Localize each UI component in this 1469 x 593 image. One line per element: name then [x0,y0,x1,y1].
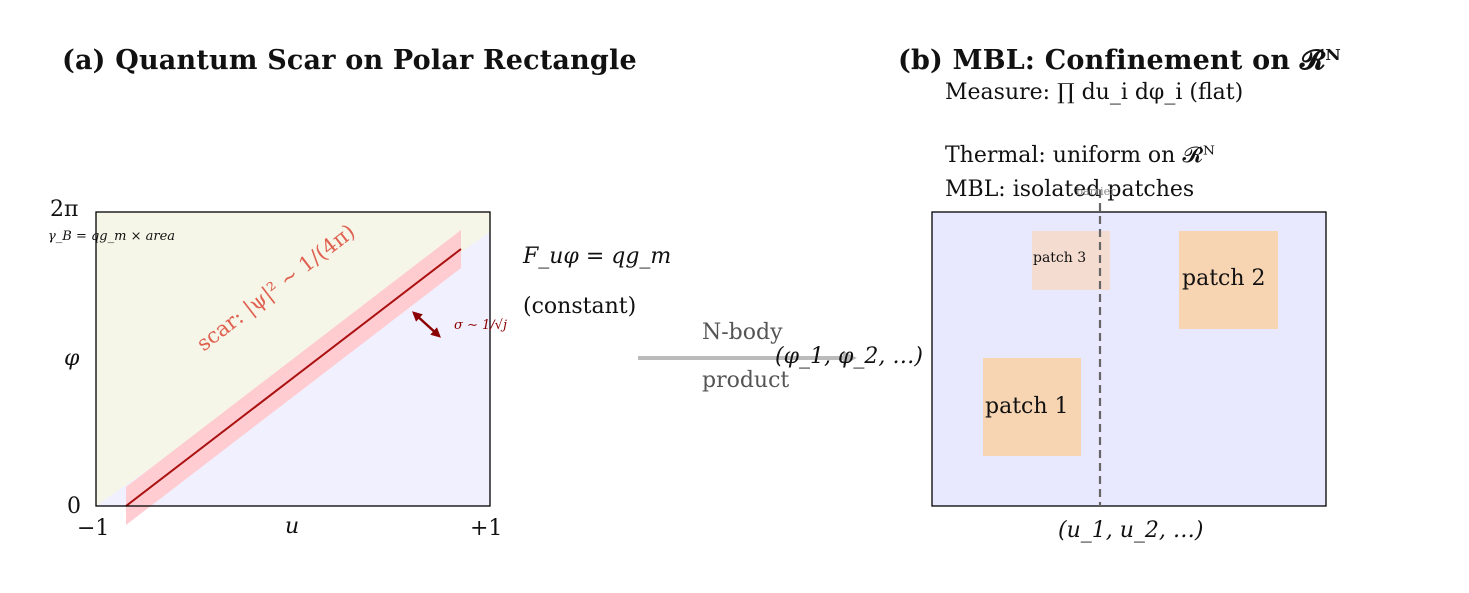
measure-text: Measure: ∏ du_i dφ_i (flat) [945,80,1244,105]
arrow-label-line1: N-body [702,320,783,345]
field-label: F_uφ = qg_m [523,244,672,269]
y-top-label: 2π [50,197,79,222]
patch-2-label: patch 2 [1182,266,1266,291]
panel-b-x-axis: (u_1, u_2, …) [1058,518,1204,543]
patch-1-label: patch 1 [985,394,1069,419]
y-bottom-label: 0 [67,494,81,519]
x-right-label: +1 [470,516,503,541]
scar-line [125,248,462,507]
patch-1-box [983,358,1081,456]
x-left-label: −1 [77,516,110,541]
x-axis-label: u [285,514,300,539]
patch-3-box [1032,231,1110,290]
barrier-label: barrier [1076,185,1116,198]
panel-a-frame [95,211,491,507]
patch-2-box [1179,231,1278,329]
mbl-text: MBL: isolated patches [945,177,1195,202]
panel-a-title: (a) Quantum Scar on Polar Rectangle [62,45,637,76]
field-note: (constant) [523,294,637,319]
thermal-text: Thermal: uniform on 𝓡ᴺ [945,143,1216,168]
sigma-arrow [412,311,441,338]
patch-3-label: patch 3 [1033,250,1087,266]
panel-b-title: (b) MBL: Confinement on 𝓡ᴺ [898,45,1341,76]
panel-b-y-axis: (φ_1, φ_2, …) [775,344,923,369]
berry-phase-label: γ_B = qg_m × area [48,229,176,244]
arrow-label-line2: product [702,368,790,393]
y-axis-label: φ [64,346,80,371]
sigma-label: σ ∼ 1/√j [454,318,507,333]
